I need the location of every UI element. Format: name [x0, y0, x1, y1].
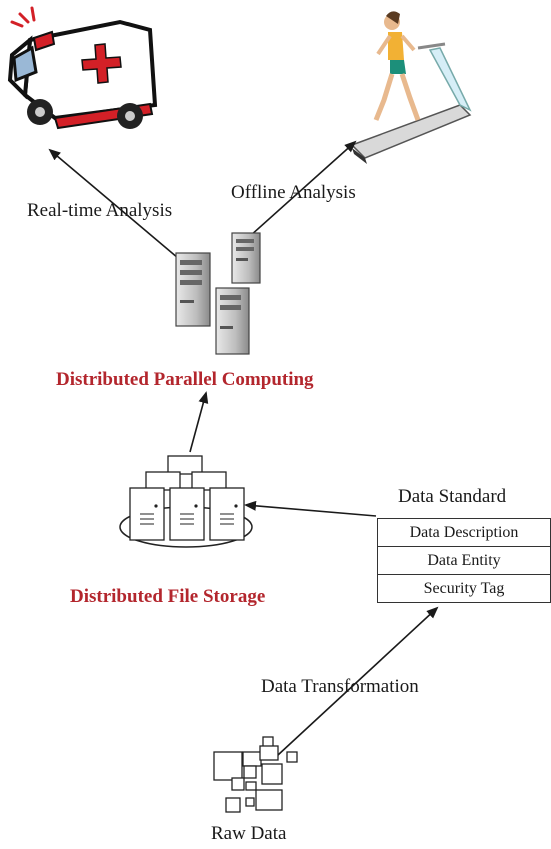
data-transformation-label: Data Transformation — [261, 676, 419, 697]
arrow-raw-to-standard — [277, 606, 439, 756]
ambulance-icon — [7, 6, 158, 130]
raw-data-squares-icon — [213, 736, 298, 813]
data-standard-title: Data Standard — [398, 486, 507, 507]
arrow-to-treadmill — [239, 140, 357, 246]
realtime-analysis-label: Real-time Analysis — [27, 200, 173, 221]
offline-analysis-label: Offline Analysis — [231, 182, 356, 203]
arrow-to-ambulance — [48, 148, 179, 259]
arrow-standard-to-storage — [244, 500, 377, 517]
security-tag-row: Security Tag — [423, 580, 505, 597]
server-tower-icon — [231, 232, 261, 284]
data-description-row: Data Description — [378, 519, 550, 547]
distributed-parallel-computing-label: Distributed Parallel Computing — [56, 369, 314, 390]
distributed-file-storage-label: Distributed File Storage — [70, 586, 266, 607]
file-storage-cluster-icon — [119, 455, 253, 548]
treadmill-runner-icon — [350, 11, 472, 164]
arrow-storage-to-computing — [189, 391, 209, 453]
data-entity-row: Data Entity — [378, 547, 550, 575]
data-standard-table: Data Description Data Entity Security Ta… — [377, 518, 551, 603]
raw-data-label: Raw Data — [211, 823, 287, 844]
server-tower-icon — [175, 252, 211, 327]
server-tower-icon — [215, 287, 250, 355]
